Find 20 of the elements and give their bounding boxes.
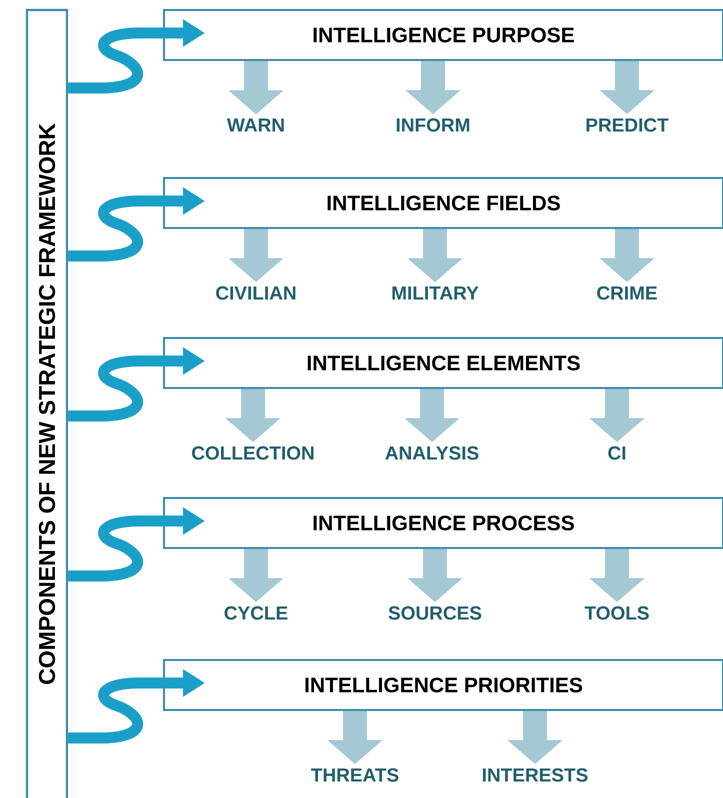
category-box: INTELLIGENCE PRIORITIES [163,659,723,711]
item-label: THREATS [311,768,398,782]
item-label: CIVILIAN [216,286,296,300]
item-label: INFORM [396,118,470,132]
item-label: CYCLE [224,606,288,620]
item-label: PREDICT [586,118,668,132]
category-box: INTELLIGENCE PROCESS [163,497,723,549]
category-box: INTELLIGENCE ELEMENTS [163,337,723,389]
category-box: INTELLIGENCE FIELDS [163,177,723,229]
item-label: CRIME [597,286,657,300]
vertical-title-box: COMPONENTS OF NEW STRATEGIC FRAMEWORK [26,8,68,798]
item-label: INTERESTS [482,768,588,782]
item-label: WARN [227,118,284,132]
item-label: SOURCES [388,606,482,620]
item-label: COLLECTION [192,446,314,460]
item-label: MILITARY [392,286,478,300]
category-box: INTELLIGENCE PURPOSE [163,9,723,61]
item-label: ANALYSIS [385,446,478,460]
item-label: TOOLS [584,606,649,620]
item-label: CI [608,446,626,460]
